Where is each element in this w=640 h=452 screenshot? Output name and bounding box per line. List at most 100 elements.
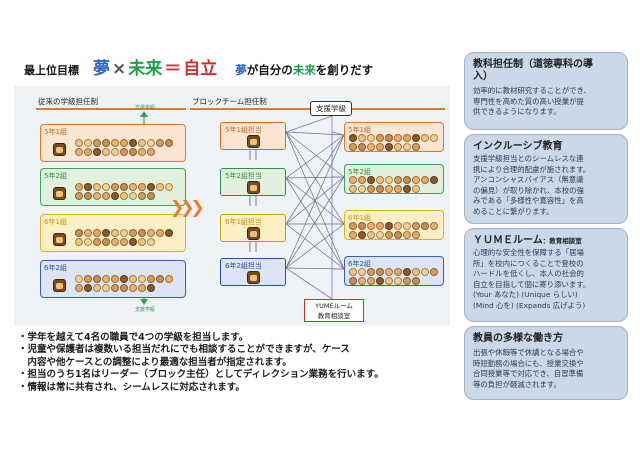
student-face-icon	[358, 222, 366, 230]
student-face-icon	[394, 268, 402, 276]
students-icon	[349, 222, 441, 239]
student-face-icon	[111, 139, 119, 147]
student-face-icon	[165, 183, 173, 191]
student-face-icon	[156, 275, 164, 283]
support-class-badge: 支援学級	[310, 101, 352, 116]
student-face-icon	[138, 275, 146, 283]
student-face-icon	[385, 143, 393, 151]
left-class-6-2-name: 6年2組	[44, 264, 67, 272]
panel-yume-room-body: 心理的な安全性を保障する「居場 所」を校内につくることで登校の ハードルを低くし…	[473, 248, 619, 312]
student-face-icon	[367, 143, 375, 151]
student-face-icon	[403, 176, 411, 184]
student-face-icon	[93, 229, 101, 237]
student-face-icon	[412, 143, 420, 151]
teacher-box-6-1: 6年1組担当	[220, 214, 286, 242]
teacher-box-6-2-name: 6年2組担当	[225, 262, 262, 270]
students-icon	[75, 229, 181, 246]
panel-yume-room-title-main: ＹＵＭＥルーム	[473, 235, 543, 246]
student-face-icon	[111, 183, 119, 191]
student-face-icon	[349, 222, 357, 230]
student-face-icon	[75, 148, 83, 156]
panel-line: 専門性を高めた質の高い授業が提	[473, 96, 584, 106]
student-face-icon	[147, 229, 155, 237]
goal-title-row: 最上位目標 夢 × 未来 ＝ 自立 夢が自分の未来を創りだす	[24, 54, 373, 79]
students-icon	[75, 139, 181, 156]
teacher-box-5-1-name: 5年1組担当	[225, 126, 262, 134]
team-system-diagram: 従来の学級担任制 ブロックチーム担任制 支援学級 支援学級 5年1組 5年2組 …	[14, 86, 450, 326]
student-face-icon	[385, 134, 393, 142]
student-face-icon	[138, 284, 146, 292]
student-face-icon	[147, 192, 155, 200]
student-face-icon	[93, 192, 101, 200]
bullet-3: ・担当のうち1名はリーダー（ブロック主任）としてディレクション業務を行います。	[18, 369, 384, 381]
student-face-icon	[165, 139, 173, 147]
teacher-icon	[247, 271, 260, 284]
student-face-icon	[84, 192, 92, 200]
panel-line: みである「多様性や寛容性」を高	[473, 196, 584, 206]
student-face-icon	[147, 139, 155, 147]
panel-line: 所」を校内につくることで登校の	[473, 258, 584, 268]
panel-line: 支援学級担当とのシームレスな連	[473, 154, 584, 163]
student-face-icon	[367, 185, 375, 193]
transition-arrow-icon: ❯❯❯	[170, 198, 205, 218]
student-face-icon	[138, 238, 146, 246]
student-face-icon	[358, 231, 366, 239]
panel-line: 効率的に教材研究することができ、	[473, 86, 591, 95]
panel-inclusive-body: 支援学級担当とのシームレスな連 携により合理的配慮が施されます。 アンコンシャス…	[473, 154, 619, 218]
teacher-icon	[53, 187, 66, 200]
student-face-icon	[102, 229, 110, 237]
student-face-icon	[394, 185, 402, 193]
student-face-icon	[84, 275, 92, 283]
student-face-icon	[120, 139, 128, 147]
student-face-icon	[84, 139, 92, 147]
student-face-icon	[93, 284, 101, 292]
student-face-icon	[156, 229, 164, 237]
student-face-icon	[102, 183, 110, 191]
goal-label: 最上位目標	[24, 64, 79, 77]
student-face-icon	[147, 238, 155, 246]
student-face-icon	[385, 231, 393, 239]
student-face-icon	[138, 148, 146, 156]
student-face-icon	[421, 268, 429, 276]
student-face-icon	[349, 185, 357, 193]
left-heading: 従来の学級担任制	[38, 97, 98, 106]
student-face-icon	[349, 176, 357, 184]
panel-inclusive-title: インクルーシブ教育	[473, 141, 563, 152]
goal-jiritsu: 自立	[183, 59, 218, 79]
teacher-icon	[247, 181, 260, 194]
yume-room-line2: 教育相談室	[317, 312, 351, 320]
student-face-icon	[430, 134, 438, 142]
student-face-icon	[120, 148, 128, 156]
left-class-6-1-name: 6年1組	[44, 218, 67, 226]
panel-line: 携により合理的配慮が施されます。	[473, 164, 591, 174]
student-face-icon	[165, 275, 173, 283]
student-face-icon	[156, 183, 164, 191]
panel-diverse-work-body: 出張や休暇等で休講となる場合や 時短勤務の場合にも、授業交換や 合同授業等で対応…	[473, 348, 619, 390]
student-face-icon	[75, 284, 83, 292]
student-face-icon	[430, 222, 438, 230]
left-class-5-1-name: 5年1組	[44, 128, 67, 136]
student-face-icon	[412, 134, 420, 142]
student-face-icon	[120, 183, 128, 191]
student-face-icon	[403, 231, 411, 239]
student-face-icon	[412, 222, 420, 230]
student-face-icon	[102, 192, 110, 200]
student-face-icon	[376, 268, 384, 276]
student-face-icon	[120, 284, 128, 292]
student-face-icon	[385, 268, 393, 276]
teacher-icon	[53, 233, 66, 246]
panel-yume-room-title-sub: ：教育相談室	[542, 237, 582, 245]
student-face-icon	[129, 275, 137, 283]
student-face-icon	[349, 231, 357, 239]
student-face-icon	[93, 275, 101, 283]
left-class-5-1: 5年1組	[40, 124, 186, 162]
student-face-icon	[421, 176, 429, 184]
student-face-icon	[358, 268, 366, 276]
yume-room-line1: YUMEルーム	[315, 302, 353, 310]
student-face-icon	[376, 134, 384, 142]
student-face-icon	[412, 185, 420, 193]
student-face-icon	[376, 277, 384, 285]
left-class-6-2: 6年2組	[40, 260, 186, 298]
student-face-icon	[84, 238, 92, 246]
student-face-icon	[349, 134, 357, 142]
